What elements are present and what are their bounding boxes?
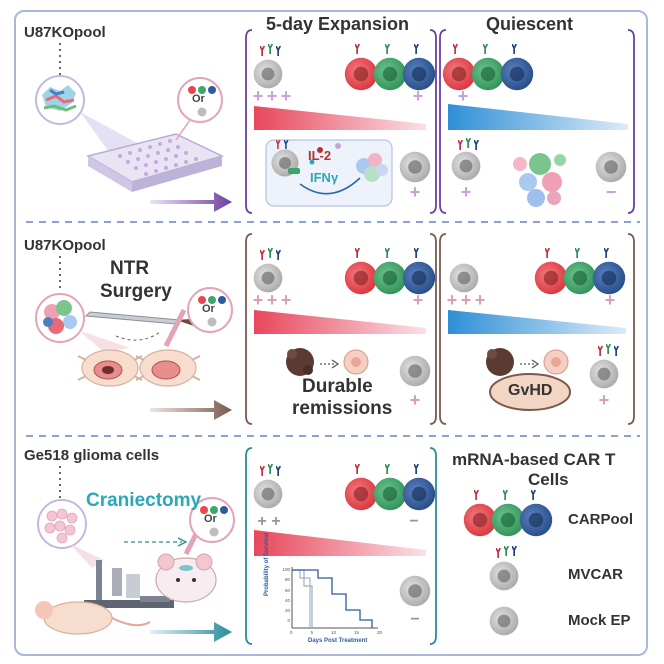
panel2-model-label: U87KOpool <box>24 237 106 254</box>
il2-label: IL-2 <box>308 148 332 163</box>
svg-text:+: + <box>410 390 421 410</box>
survival-curve-mvcar <box>292 569 313 628</box>
svg-text:+: + <box>267 86 278 106</box>
plus-sign: + <box>253 86 264 106</box>
svg-text:+: + <box>413 290 424 310</box>
tumor-slice-icon <box>42 85 77 112</box>
or-text: Or <box>192 93 205 105</box>
svg-text:−: − <box>409 513 418 530</box>
svg-text:+: + <box>281 86 292 106</box>
svg-text:+: + <box>281 290 292 310</box>
panel1-model-label: U87KOpool <box>24 24 106 41</box>
tumor-slice-icon <box>43 300 77 334</box>
ifng-label: IFNγ <box>310 170 339 185</box>
svg-text:+: + <box>267 290 278 310</box>
surgery-line2: Surgery <box>100 281 172 302</box>
svg-text:+: + <box>458 86 469 106</box>
gvhd-label: GvHD <box>508 382 553 399</box>
panel3-model-label: Ge518 glioma cells <box>24 447 160 464</box>
svg-text:+: + <box>461 182 472 202</box>
procedure-label: Craniectomy <box>86 490 202 511</box>
tumor-shrink-icon <box>486 348 569 376</box>
panel-3: + + − − <box>35 447 553 645</box>
gvhd-badge <box>489 373 571 411</box>
expansion-title: 5-day Expansion <box>266 14 410 34</box>
glioma-cells-icon <box>44 508 78 544</box>
tumor-cluster-icon <box>356 153 388 182</box>
quiescent-ramp <box>448 104 628 130</box>
well-plate-icon <box>86 133 225 192</box>
y-tick: 100 <box>282 567 290 572</box>
svg-text:+: + <box>605 290 616 310</box>
legend-carpool-icon <box>463 503 497 537</box>
stereotaxic-frame-icon <box>84 560 174 610</box>
svg-text:−: − <box>410 611 419 628</box>
y-tick: 60 <box>284 587 290 593</box>
expansion-ramp <box>254 106 426 130</box>
legend-mvcar-icon <box>489 561 519 591</box>
figure-frame <box>14 10 648 656</box>
y-tick: 40 <box>284 597 290 603</box>
svg-text:+: + <box>253 290 264 310</box>
tumor-cluster-icon <box>513 153 566 207</box>
mvcar-cell <box>253 59 283 89</box>
survival-yticks: 100 80 60 40 20 0 <box>278 565 290 627</box>
or-text: Or <box>202 303 215 315</box>
mouse-head-icon <box>155 553 217 603</box>
y-tick: 20 <box>284 608 290 614</box>
svg-text:+: + <box>410 182 421 202</box>
survival-ylabel: Probability of Survival <box>264 532 270 596</box>
arrow-to-outcome <box>150 192 232 212</box>
minus-sign: − <box>606 182 617 202</box>
survival-xlabel: Days Post Treatment <box>308 638 368 644</box>
legend-mock-label: Mock EP <box>568 612 631 629</box>
tumor-shrink-icon <box>286 348 369 376</box>
legend-title-line2: Cells <box>528 470 569 489</box>
scalpel-icon <box>84 311 182 325</box>
x-tick: 10 <box>330 630 336 635</box>
svg-text:+: + <box>599 390 610 410</box>
arrow-to-outcome <box>150 622 232 642</box>
legend-mvcar-label: MVCAR <box>568 566 623 583</box>
or-text: Or <box>204 513 217 525</box>
y-tick: 80 <box>284 577 290 583</box>
panel-2: +++ + + +++ + + <box>35 233 635 425</box>
survival-curve-mock <box>292 569 311 628</box>
survival-plot <box>291 567 378 629</box>
svg-text:+: + <box>475 290 486 310</box>
legend-mock-icon <box>489 606 519 636</box>
svg-text:+: + <box>257 513 266 530</box>
durable-line2: remissions <box>292 398 393 419</box>
survival-curve-carpool <box>292 569 373 628</box>
arrow-to-outcome <box>150 400 232 420</box>
survival-xticks: 0 5 10 15 20 <box>290 630 382 635</box>
svg-text:+: + <box>447 290 458 310</box>
x-tick: 0 <box>290 630 293 635</box>
x-tick: 20 <box>376 630 382 635</box>
carpool-green-cell <box>373 57 407 91</box>
svg-text:+: + <box>271 513 280 530</box>
panel-1: + + + + + + + − <box>35 29 635 214</box>
surgery-line1: NTR <box>110 258 150 279</box>
legend-carpool-label: CARPool <box>568 511 633 528</box>
x-tick: 15 <box>353 630 359 635</box>
svg-text:+: + <box>413 86 424 106</box>
x-tick: 5 <box>310 630 313 635</box>
mouse-icon <box>35 601 151 635</box>
carpool-red-cell <box>344 57 378 91</box>
quiescent-title: Quiescent <box>486 14 574 34</box>
durable-line1: Durable <box>302 376 373 397</box>
mouse-surgery-icon <box>77 349 201 387</box>
y-tick: 0 <box>287 618 290 624</box>
legend-title-line1: mRNA-based CAR T <box>452 450 616 469</box>
svg-text:+: + <box>461 290 472 310</box>
